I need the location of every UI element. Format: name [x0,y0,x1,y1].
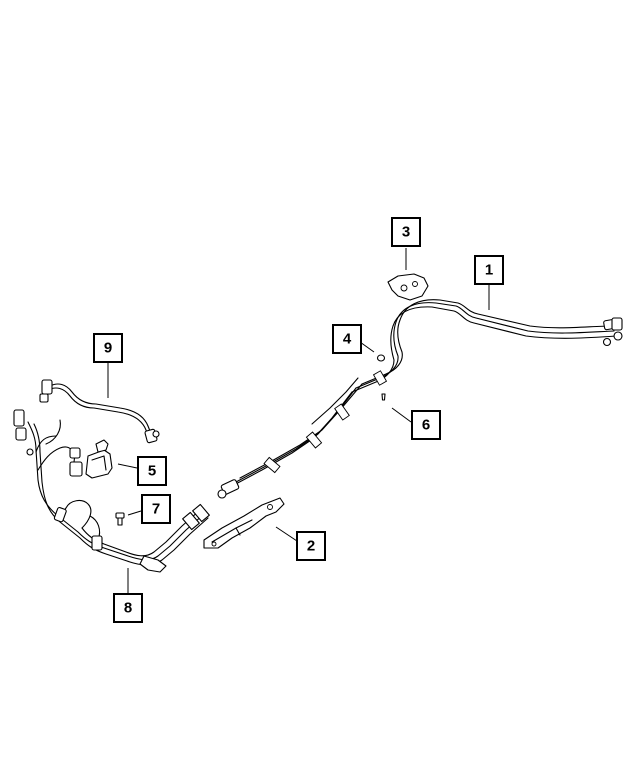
callout-4: 4 [332,324,362,354]
callout-4-label: 4 [343,331,352,348]
leader-4 [359,341,375,353]
nut-part-4 [376,354,386,362]
callout-1: 1 [474,255,504,285]
fastener-part-6 [381,393,386,401]
callout-9-label: 9 [104,340,112,357]
callout-8: 8 [113,593,143,623]
callout-7: 7 [141,494,171,524]
leader-7 [127,510,142,516]
bolt-part-7 [115,512,125,526]
lower-tube-assembly-part-8 [13,409,210,573]
leader-5 [117,463,138,469]
main-tube-assembly [217,299,623,499]
mount-bracket-part-5 [85,439,113,479]
hose-part-9 [39,379,160,444]
callout-5: 5 [137,456,167,486]
leader-6 [391,407,412,423]
callout-1-label: 1 [485,262,493,279]
callout-5-label: 5 [148,463,156,480]
callout-3: 3 [391,217,421,247]
leader-2 [275,526,298,542]
callout-2: 2 [296,531,326,561]
leader-lines [107,248,490,593]
callout-3-label: 3 [402,224,410,241]
bracket-part-3 [387,273,429,301]
callout-2-label: 2 [307,538,315,555]
callout-6-label: 6 [422,417,430,434]
heat-shield-part-2 [203,497,285,549]
callout-6: 6 [411,410,441,440]
callout-9: 9 [93,333,123,363]
callout-8-label: 8 [124,600,132,617]
callout-7-label: 7 [152,501,160,518]
